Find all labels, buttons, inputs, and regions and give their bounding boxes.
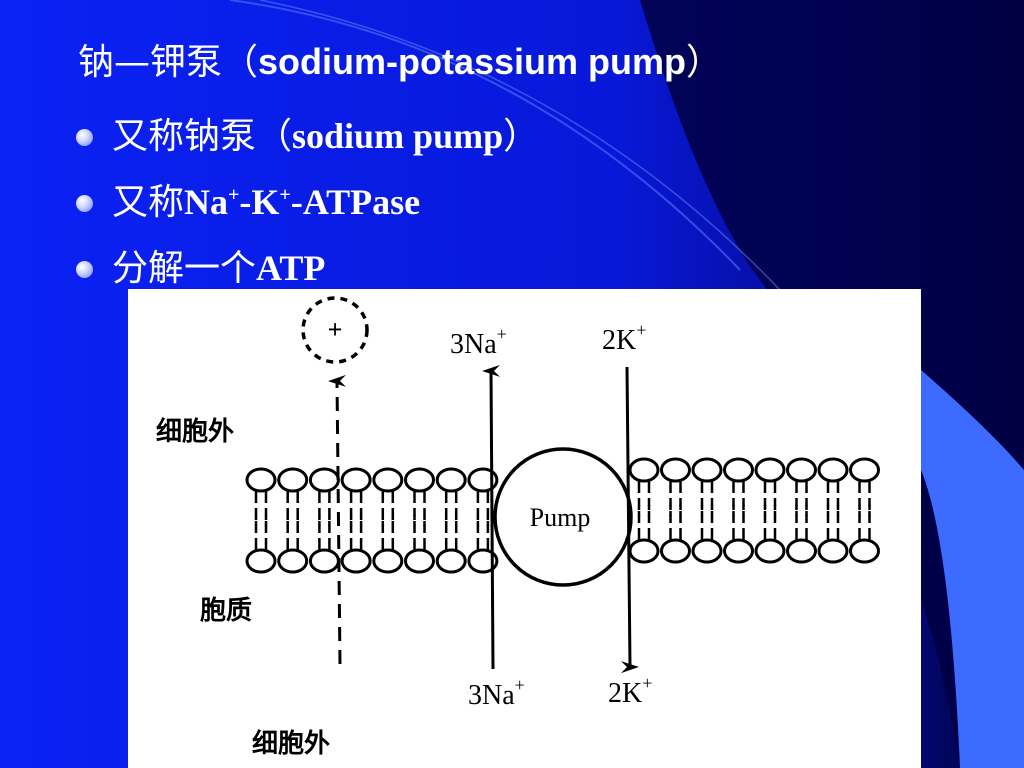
phospholipid xyxy=(723,505,754,564)
phospholipid xyxy=(628,505,660,564)
potassium-label-bottom: 2K+ xyxy=(608,673,652,709)
phospholipid xyxy=(404,467,435,526)
charge-arrow-dashed xyxy=(328,374,347,665)
membrane-diagram-svg: Pump + 3Na+ 2K+ 3Na+ 2K+ 细胞外 胞质 细胞外 xyxy=(156,296,880,759)
bullet-item-atpase: 又称Na+-K+-ATPase xyxy=(74,176,539,242)
phospholipid xyxy=(435,467,467,526)
phospholipid xyxy=(660,505,691,564)
phospholipid xyxy=(660,457,691,516)
phospholipid xyxy=(723,457,754,516)
phospholipid xyxy=(786,505,817,564)
bullet-text-zh: 分解一个 xyxy=(112,248,257,289)
cytoplasm-label: 胞质 xyxy=(200,595,252,626)
pump-label: Pump xyxy=(530,503,591,532)
phospholipid xyxy=(754,505,786,564)
phospholipid xyxy=(467,467,499,526)
potassium-arrow-down xyxy=(620,366,639,674)
phospholipid xyxy=(435,515,467,574)
bullet-dot-icon xyxy=(76,195,93,212)
bullet-list: 又称钠泵（sodium pump） 又称Na+-K+-ATPase 分解一个AT… xyxy=(74,110,539,308)
phospholipid xyxy=(786,457,817,516)
positive-charge-symbol: + xyxy=(328,315,343,344)
phospholipid xyxy=(340,467,372,526)
phospholipid xyxy=(754,457,786,516)
phospholipid xyxy=(849,505,880,564)
phospholipid xyxy=(404,515,435,574)
bullet-close-paren: ） xyxy=(503,116,540,157)
phospholipid xyxy=(245,467,277,526)
bullet-dot-icon xyxy=(76,261,93,278)
phospholipid xyxy=(340,515,372,574)
phospholipid xyxy=(308,467,340,526)
membrane-left xyxy=(245,467,499,574)
bullet-k-charge: + xyxy=(279,184,291,206)
phospholipid xyxy=(691,505,723,564)
sodium-arrow-up xyxy=(482,364,501,670)
sodium-label-bottom: 3Na+ xyxy=(468,675,525,711)
phospholipid xyxy=(308,515,340,574)
bullet-atpase: -ATPase xyxy=(290,182,421,222)
phospholipid xyxy=(467,515,499,574)
bullet-text-zh: 又称 xyxy=(112,182,185,223)
bullet-text-en: sodium pump xyxy=(292,116,504,156)
membrane-right xyxy=(628,457,880,564)
bullet-text-en: ATP xyxy=(256,248,326,288)
phospholipid xyxy=(817,505,849,564)
bullet-dot-icon xyxy=(76,129,93,146)
bullet-text-zh: 又称钠泵（ xyxy=(112,116,293,157)
title-close-paren: ） xyxy=(686,42,723,83)
phospholipid xyxy=(372,515,404,574)
phospholipid xyxy=(372,467,404,526)
phospholipid xyxy=(817,457,849,516)
bullet-item-atp: 分解一个ATP xyxy=(74,242,539,308)
phospholipid xyxy=(691,457,723,516)
sodium-label-top: 3Na+ xyxy=(450,324,507,360)
bullet-na: Na xyxy=(184,182,229,222)
slide-title: 钠—钾泵（sodium-potassium pump） xyxy=(78,40,722,84)
phospholipid xyxy=(849,457,880,516)
title-chinese: 钠—钾泵（ xyxy=(78,42,259,83)
sodium-potassium-pump-diagram: Pump + 3Na+ 2K+ 3Na+ 2K+ 细胞外 胞质 细胞外 xyxy=(128,289,921,768)
pump-circle xyxy=(493,447,633,587)
phospholipid xyxy=(277,515,309,574)
extracellular-label-bottom: 细胞外 xyxy=(252,728,330,759)
phospholipid xyxy=(628,457,660,516)
title-english: sodium-potassium pump xyxy=(258,41,687,82)
phospholipid xyxy=(245,515,277,574)
positive-charge-circle xyxy=(301,296,369,364)
phospholipid xyxy=(277,467,309,526)
bullet-k: -K xyxy=(239,182,280,222)
extracellular-label-top: 细胞外 xyxy=(156,416,234,447)
bullet-item-sodium-pump: 又称钠泵（sodium pump） xyxy=(74,110,539,176)
bullet-na-charge: + xyxy=(228,184,240,206)
potassium-label-top: 2K+ xyxy=(602,320,646,356)
